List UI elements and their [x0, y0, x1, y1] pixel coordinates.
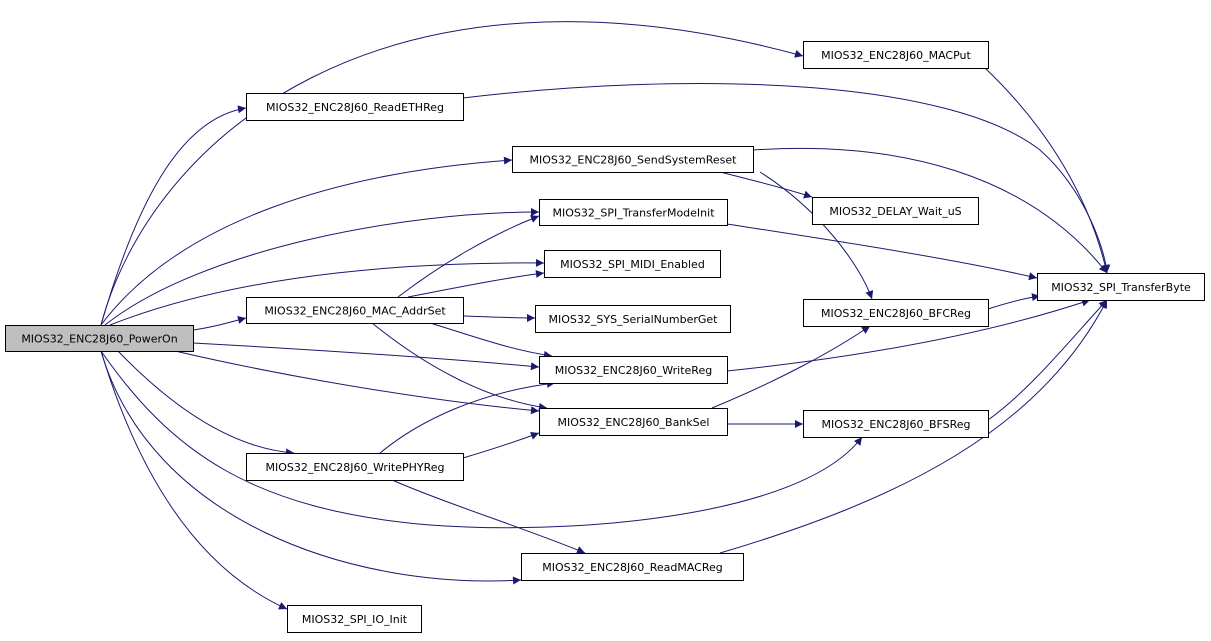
node-box[interactable]	[246, 453, 464, 481]
node-sendsystemreset[interactable]: MIOS32_ENC28J60_SendSystemReset	[512, 146, 754, 173]
node-box[interactable]	[539, 356, 728, 384]
edge-readmacreg-to-transferbyte	[719, 299, 1108, 554]
node-banksel[interactable]: MIOS32_ENC28J60_BankSel	[539, 408, 728, 436]
node-box[interactable]	[246, 297, 464, 324]
node-label: MIOS32_DELAY_Wait_uS	[829, 205, 961, 218]
nodes-layer: MIOS32_ENC28J60_PowerOn MIOS32_ENC28J60_M…	[5, 41, 1205, 633]
node-box[interactable]	[544, 250, 721, 278]
edge-sendsystemreset-to-bfcreg	[759, 171, 874, 300]
node-label: MIOS32_ENC28J60_MACPut	[821, 49, 971, 62]
node-delaywait[interactable]: MIOS32_DELAY_Wait_uS	[812, 197, 979, 225]
edges-layer	[100, 21, 1111, 610]
edge-sendsystemreset-to-delaywait	[719, 171, 813, 199]
node-label: MIOS32_ENC28J60_PowerOn	[21, 333, 177, 346]
node-box[interactable]	[512, 146, 754, 173]
node-writereg[interactable]: MIOS32_ENC28J60_WriteReg	[539, 356, 728, 384]
edge-macput-to-transferbyte	[984, 67, 1110, 274]
node-box[interactable]	[5, 325, 194, 352]
edge-macaddrset-to-banksel	[371, 322, 548, 411]
node-box[interactable]	[539, 408, 728, 436]
node-label: MIOS32_ENC28J60_WritePHYReg	[265, 461, 444, 474]
edge-power_on-to-readethreg	[100, 105, 247, 326]
node-box[interactable]	[812, 197, 979, 225]
node-label: MIOS32_ENC28J60_ReadETHReg	[266, 101, 444, 114]
edge-writephyreg-to-writereg	[379, 379, 556, 454]
node-box[interactable]	[521, 553, 744, 581]
node-box[interactable]	[803, 410, 989, 438]
edge-power_on-to-readmacreg	[100, 350, 522, 585]
node-macaddrset[interactable]: MIOS32_ENC28J60_MAC_AddrSet	[246, 297, 464, 324]
edge-transfermodeinit-to-transferbyte	[726, 223, 1038, 281]
edge-writereg-to-transferbyte	[726, 298, 1091, 372]
edge-writephyreg-to-readmacreg	[391, 479, 586, 554]
edge-writephyreg-to-banksel	[462, 432, 540, 459]
edge-macaddrset-to-writereg	[429, 322, 553, 359]
node-label: MIOS32_SPI_IO_Init	[302, 613, 408, 626]
node-label: MIOS32_ENC28J60_ReadMACReg	[542, 561, 723, 574]
node-label: MIOS32_SPI_TransferByte	[1051, 281, 1191, 294]
node-label: MIOS32_SPI_MIDI_Enabled	[560, 258, 705, 271]
edge-power_on-to-transfermodeinit	[104, 208, 540, 326]
node-box[interactable]	[539, 199, 728, 226]
node-macput[interactable]: MIOS32_ENC28J60_MACPut	[803, 41, 989, 69]
edge-bfsreg-to-transferbyte	[987, 299, 1108, 421]
node-writephyreg[interactable]: MIOS32_ENC28J60_WritePHYReg	[246, 453, 464, 481]
node-bfsreg[interactable]: MIOS32_ENC28J60_BFSReg	[803, 410, 989, 438]
node-label: MIOS32_ENC28J60_BFSReg	[821, 418, 970, 431]
node-label: MIOS32_ENC28J60_BFCReg	[821, 307, 971, 320]
node-transferbyte[interactable]: MIOS32_SPI_TransferByte	[1037, 273, 1205, 301]
node-box[interactable]	[535, 305, 731, 333]
node-readmacreg[interactable]: MIOS32_ENC28J60_ReadMACReg	[521, 553, 744, 581]
edge-power_on-to-midienabled	[109, 258, 545, 326]
node-box[interactable]	[803, 299, 989, 327]
edge-macaddrset-to-transfermodeinit	[397, 215, 540, 298]
edge-power_on-to-macput	[100, 21, 804, 326]
node-label: MIOS32_ENC28J60_BankSel	[558, 416, 710, 429]
edge-banksel-to-bfcreg	[711, 325, 871, 409]
edge-power_on-to-spiioinit	[100, 350, 288, 610]
node-label: MIOS32_SYS_SerialNumberGet	[549, 313, 719, 326]
node-label: MIOS32_ENC28J60_MAC_AddrSet	[264, 305, 446, 318]
edge-power_on-to-macaddrset	[192, 316, 247, 331]
node-transfermodeinit[interactable]: MIOS32_SPI_TransferModeInit	[539, 199, 728, 226]
edge-power_on-to-banksel	[174, 350, 540, 415]
edge-power_on-to-bfsreg	[100, 350, 863, 529]
node-label: MIOS32_ENC28J60_SendSystemReset	[530, 154, 738, 167]
node-spiioinit[interactable]: MIOS32_SPI_IO_Init	[287, 605, 422, 633]
node-box[interactable]	[803, 41, 989, 69]
edge-bfcreg-to-transferbyte	[987, 293, 1041, 310]
node-label: MIOS32_SPI_TransferModeInit	[552, 207, 715, 220]
node-power_on[interactable]: MIOS32_ENC28J60_PowerOn	[5, 325, 194, 352]
node-midienabled[interactable]: MIOS32_SPI_MIDI_Enabled	[544, 250, 721, 278]
node-bfcreg[interactable]: MIOS32_ENC28J60_BFCReg	[803, 299, 989, 327]
edge-power_on-to-sendsystemreset	[100, 156, 513, 326]
node-label: MIOS32_ENC28J60_WriteReg	[555, 364, 712, 377]
edge-sendsystemreset-to-transferbyte	[752, 147, 1108, 274]
node-readethreg[interactable]: MIOS32_ENC28J60_ReadETHReg	[246, 93, 464, 121]
node-serialnumberget[interactable]: MIOS32_SYS_SerialNumberGet	[535, 305, 731, 333]
node-box[interactable]	[1037, 273, 1205, 301]
node-box[interactable]	[287, 605, 422, 633]
edge-readethreg-to-transferbyte	[462, 83, 1111, 274]
edge-power_on-to-writephyreg	[117, 350, 295, 457]
node-box[interactable]	[246, 93, 464, 121]
edge-macaddrset-to-serialnumberget	[462, 313, 536, 322]
edge-power_on-to-writereg	[192, 342, 540, 371]
edge-macaddrset-to-midienabled	[407, 269, 545, 298]
